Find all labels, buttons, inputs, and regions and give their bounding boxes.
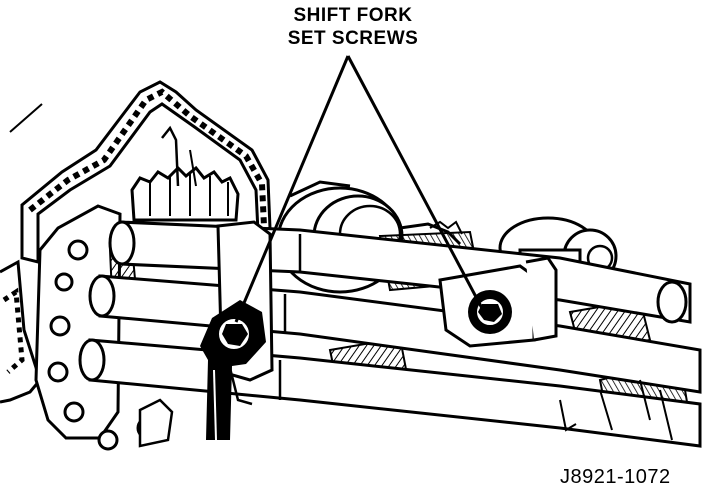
- figure-id: J8921-1072: [560, 466, 671, 488]
- shift-fork-set-screws-callout: SHIFT FORK SET SCREWS: [268, 4, 438, 50]
- upper-gear: [130, 125, 240, 222]
- callout-line-1: SHIFT FORK: [293, 5, 413, 26]
- edge-line: [9, 103, 43, 133]
- callout-line-2: SET SCREWS: [287, 28, 419, 49]
- wrench: [200, 300, 266, 441]
- callout-leader-lines: [234, 55, 486, 323]
- housing-detail-right: [559, 379, 673, 441]
